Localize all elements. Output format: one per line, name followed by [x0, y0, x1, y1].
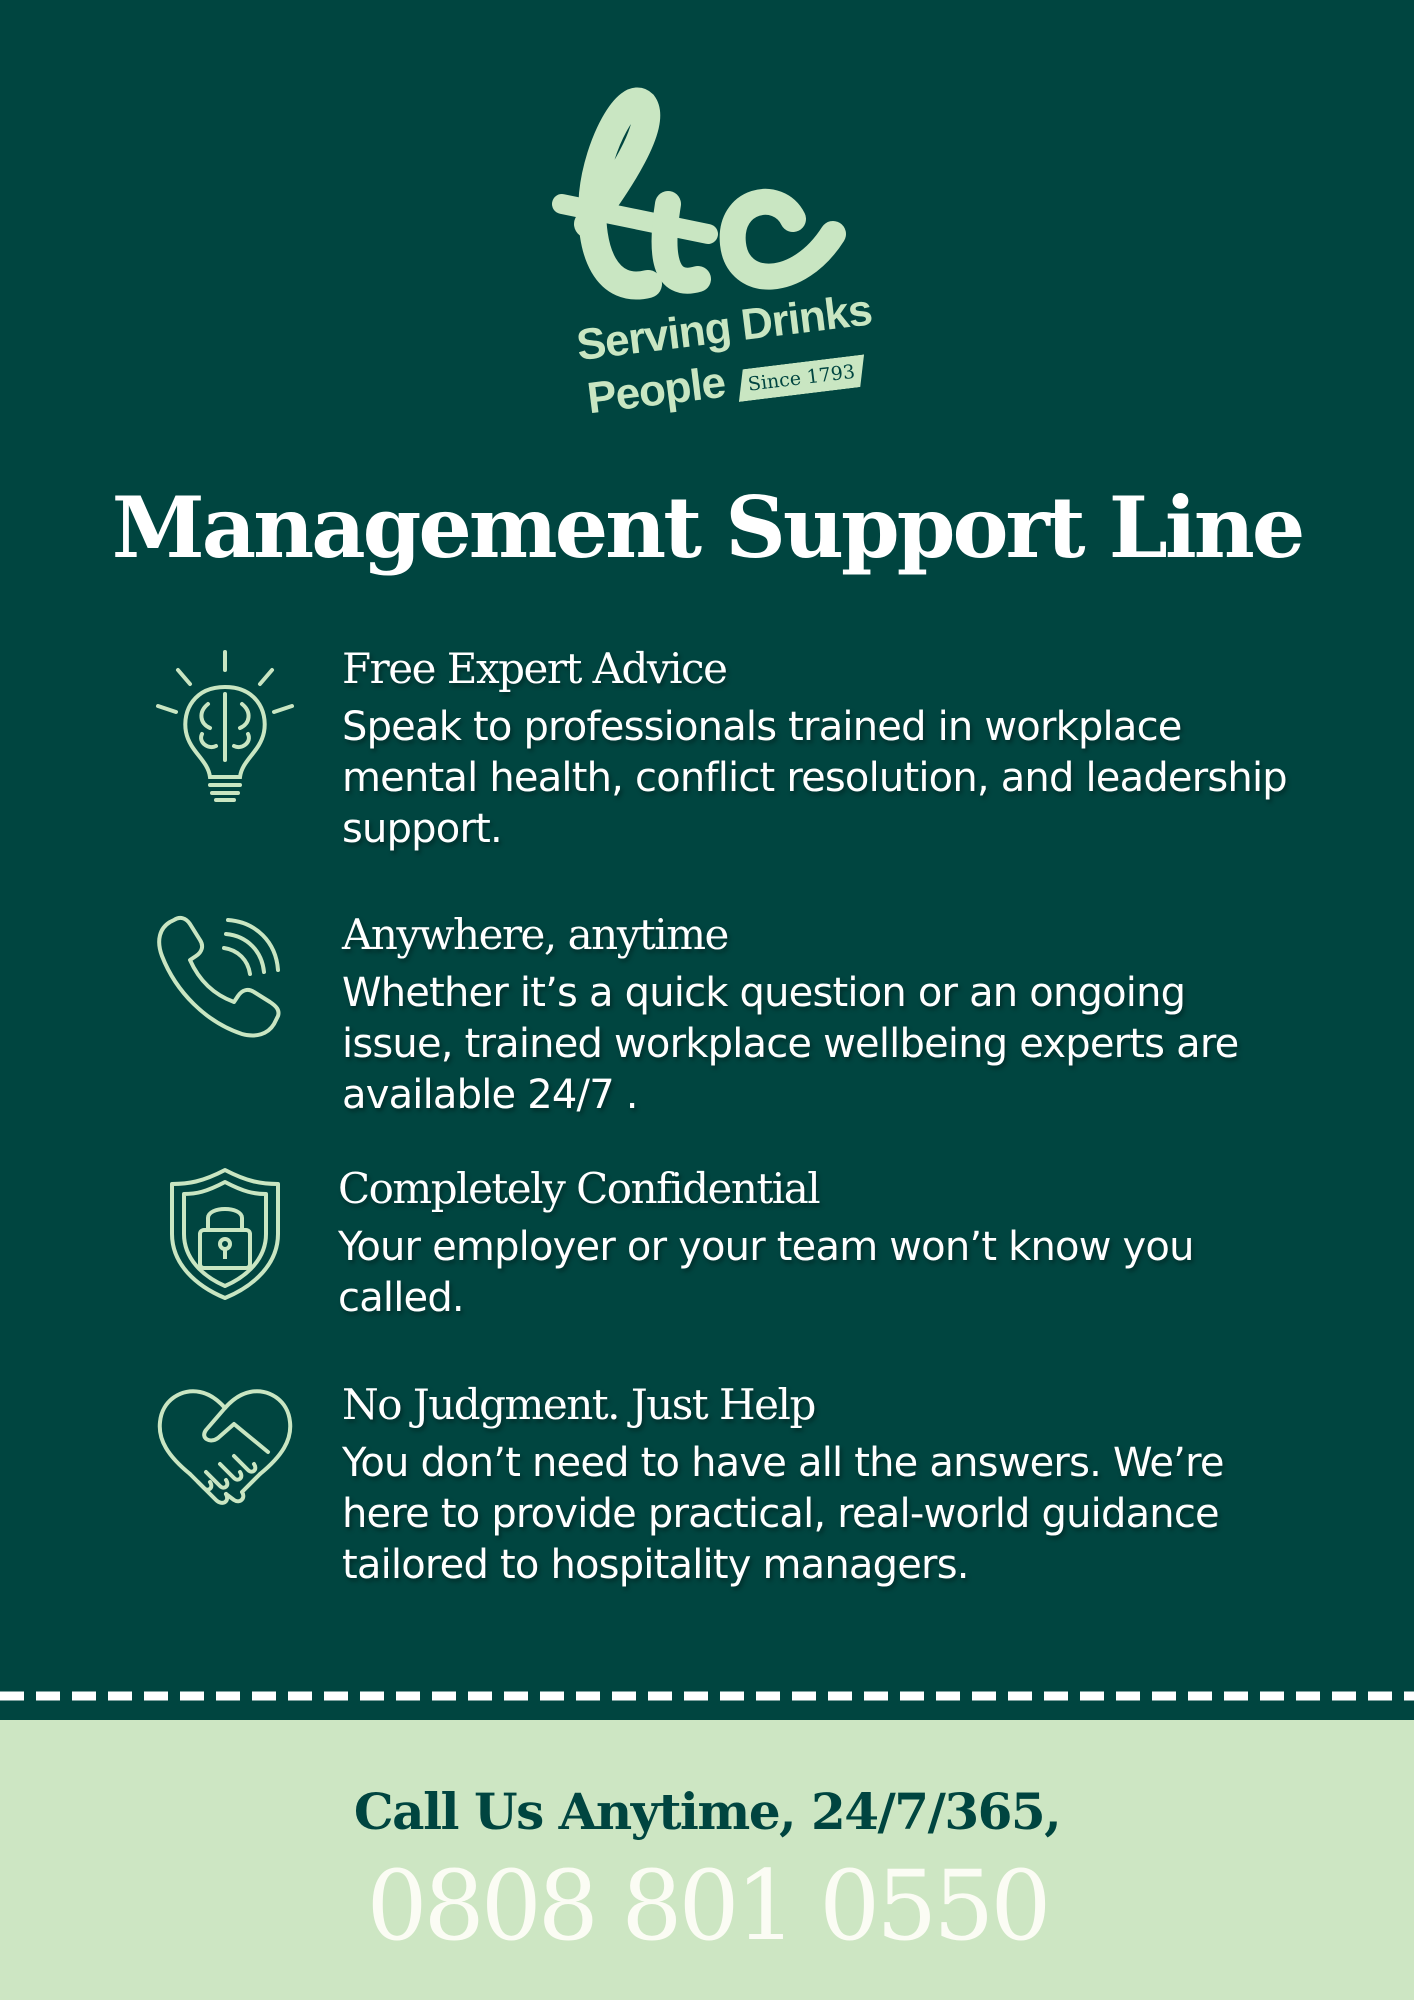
page-title: Management Support Line [111, 478, 1306, 577]
feature-body: You don’t need to have all the answers. … [342, 1440, 1224, 1588]
poster-top: Serving Drinks People Since 1793 Managem… [111, 84, 1306, 1588]
feature-body: Your employer or your team won’t know yo… [338, 1224, 1194, 1321]
shield-lock-icon [150, 1164, 300, 1314]
cta-panel: Call Us Anytime, 24/7/365, 0808 801 0550 [0, 1720, 1414, 2000]
feature-heading: Completely Confidential [338, 1164, 821, 1213]
lightbulb-brain-icon [150, 642, 300, 802]
phone-ringing-icon [150, 910, 300, 1060]
since-badge: Since 1793 [735, 354, 868, 402]
phone-number[interactable]: 0808 801 0550 [366, 1850, 1052, 1962]
since-text: Since 1793 [746, 360, 857, 396]
heart-handshake-icon [150, 1382, 300, 1532]
feature-body: Speak to professionals trained in workpl… [342, 704, 1288, 852]
dashed-divider [0, 1691, 1414, 1701]
feature-heading: Free Expert Advice [342, 644, 728, 693]
feature-body: Whether it’s a quick question or an ongo… [342, 970, 1239, 1118]
tagline-line1: Serving Drinks [573, 285, 875, 371]
feature-heading: No Judgment. Just Help [342, 1380, 816, 1429]
call-text: Call Us Anytime, 24/7/365, [353, 1782, 1062, 1841]
ltc-logo [548, 84, 868, 424]
feature-heading: Anywhere, anytime [342, 910, 729, 959]
